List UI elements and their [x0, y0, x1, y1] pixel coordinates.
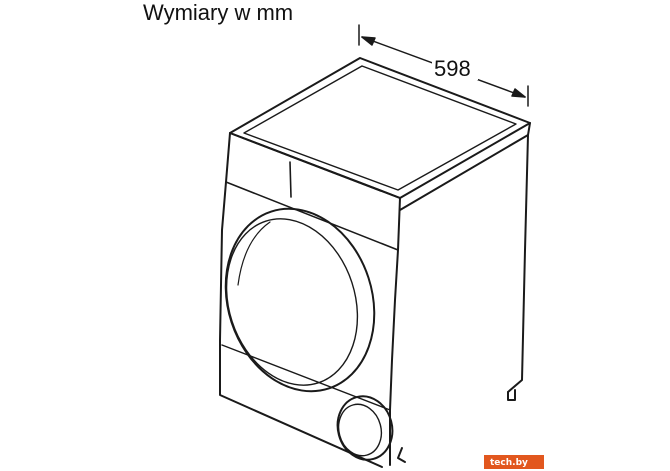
- width-dimension-label: 598: [434, 56, 471, 81]
- page-title: Wymiary w mm: [143, 0, 294, 25]
- watermark-text: tech.by: [490, 458, 528, 468]
- dryer-top-surface: [229, 57, 531, 199]
- dryer-side-face: [397, 122, 531, 463]
- watermark-badge: tech.by: [484, 455, 544, 469]
- filter-hatch: [336, 395, 394, 461]
- dryer-door: [224, 207, 376, 393]
